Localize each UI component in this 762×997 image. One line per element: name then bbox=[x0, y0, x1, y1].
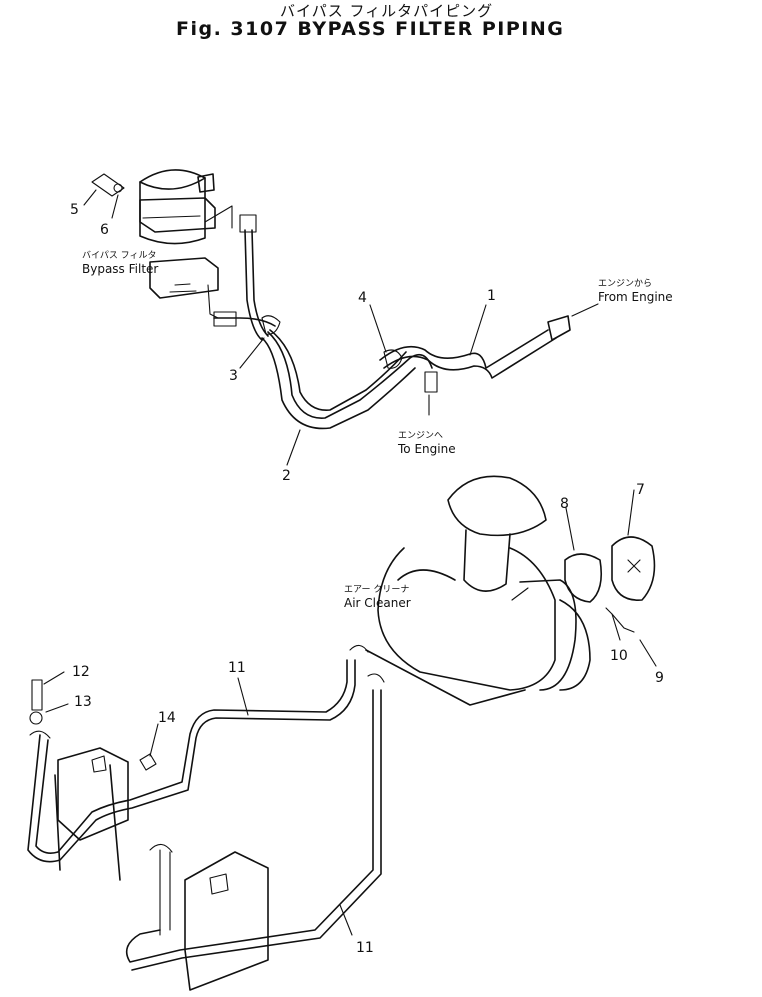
title-japanese: バイパス フィルタパイピング bbox=[280, 2, 494, 20]
callout-5: 5 bbox=[70, 202, 79, 218]
lower-piping-drawing bbox=[27, 644, 526, 991]
callout-12: 12 bbox=[72, 664, 90, 680]
callout-3: 3 bbox=[229, 368, 238, 384]
air-cleaner-label: エアー クリーナ Air Cleaner bbox=[344, 584, 411, 610]
callout-14: 14 bbox=[158, 710, 176, 726]
callout-1: 1 bbox=[487, 288, 496, 304]
callout-11-lower: 11 bbox=[356, 940, 374, 956]
bypass-filter-label: バイパス フィルタ Bypass Filter bbox=[82, 250, 158, 276]
bypass-filter-label-jp: バイパス フィルタ bbox=[82, 251, 157, 261]
callout-10: 10 bbox=[610, 648, 628, 664]
callout-13: 13 bbox=[74, 694, 92, 710]
to-engine-label-en: To Engine bbox=[398, 442, 456, 456]
callout-4: 4 bbox=[358, 290, 367, 306]
bypass-filter-drawing bbox=[91, 169, 233, 319]
air-cleaner-drawing bbox=[377, 475, 656, 691]
callout-7: 7 bbox=[636, 482, 645, 498]
bypass-filter-label-en: Bypass Filter bbox=[82, 262, 159, 276]
callout-9: 9 bbox=[655, 670, 664, 686]
from-engine-label: エンジンから From Engine bbox=[598, 278, 673, 304]
leader-lines bbox=[43, 189, 657, 936]
hose-assembly-drawing bbox=[213, 214, 599, 430]
from-engine-label-jp: エンジンから bbox=[598, 279, 653, 289]
callout-6: 6 bbox=[100, 222, 109, 238]
air-cleaner-label-en: Air Cleaner bbox=[344, 596, 411, 610]
to-engine-label: エンジンへ To Engine bbox=[398, 430, 456, 456]
figure-title: Fig. 3107 BYPASS FILTER PIPING bbox=[176, 18, 565, 40]
callout-2: 2 bbox=[282, 468, 291, 484]
air-cleaner-label-jp: エアー クリーナ bbox=[344, 585, 410, 595]
from-engine-label-en: From Engine bbox=[598, 290, 673, 304]
callout-11-upper: 11 bbox=[228, 660, 246, 676]
callout-8: 8 bbox=[560, 496, 569, 512]
to-engine-label-jp: エンジンへ bbox=[398, 431, 444, 441]
